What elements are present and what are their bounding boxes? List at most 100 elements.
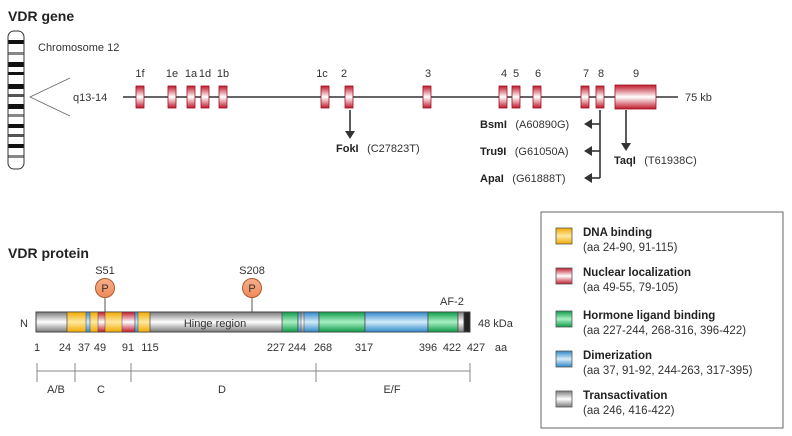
- aa-position: 317: [355, 342, 373, 354]
- aa-unit-label: aa: [495, 342, 508, 354]
- legend-swatch: [555, 227, 573, 245]
- exon-4: 4: [498, 68, 508, 109]
- site-label: S208: [239, 265, 265, 277]
- legend-range: (aa 37, 91-92, 244-263, 317-395): [583, 365, 753, 377]
- phospho-circle: [242, 278, 262, 298]
- legend-item-hormone-ligand-binding: Hormone ligand binding (aa 227-244, 268-…: [555, 310, 746, 337]
- transactivation-region-246: [300, 311, 305, 333]
- legend-title: Hormone ligand binding: [583, 310, 715, 322]
- exon-label: 7: [583, 68, 589, 80]
- snp-code: (G61050A): [515, 146, 569, 158]
- snp-code: (T61938C): [644, 155, 697, 167]
- exon-7: 7: [580, 68, 590, 109]
- exon-6: 6: [532, 68, 542, 109]
- hinge-region-label: Hinge region: [184, 318, 246, 330]
- snp-arrows: [345, 110, 631, 183]
- aa-positions: 1 24 37 49 91 115 227 244 268 317 396 42…: [34, 342, 508, 354]
- exon-1c: 1c: [316, 68, 330, 109]
- exon-1e: 1e: [166, 68, 178, 109]
- snp-taqi: TaqI (T61938C): [614, 151, 697, 168]
- snp-tru9i: Tru9I (G61050A): [480, 142, 569, 159]
- aa-position: 427: [467, 342, 485, 354]
- locus-zoom-lines: [29, 77, 71, 117]
- legend-range: (aa 24-90, 91-115): [583, 242, 678, 254]
- phospho-symbol: P: [248, 283, 255, 295]
- legend-range: (aa 227-244, 268-316, 396-422): [583, 325, 746, 337]
- gene-length-label: 75 kb: [685, 92, 712, 104]
- legend-swatch: [555, 390, 573, 408]
- snp-code: (A60890G): [515, 119, 569, 131]
- nuclear-localization-region-2: [121, 311, 136, 333]
- phospho-site-s208: S208 P: [239, 265, 265, 312]
- snp-name: Tru9I: [480, 146, 506, 158]
- aa-position: 49: [94, 342, 106, 354]
- aa-position: 396: [419, 342, 437, 354]
- legend-swatch: [555, 310, 573, 328]
- exon-label: 1e: [166, 68, 178, 80]
- exon-label: 2: [341, 68, 347, 80]
- legend-item-nuclear-localization: Nuclear localization (aa 49-55, 79-105): [555, 267, 691, 294]
- ligand-binding-region-2: [318, 311, 366, 333]
- aa-position: 227: [267, 342, 285, 354]
- gene-title: VDR gene: [8, 8, 74, 24]
- snp-name: ApaI: [480, 173, 504, 185]
- exon-label: 5: [513, 68, 519, 80]
- ligand-binding-region-3: [427, 311, 459, 333]
- dimerization-region-317: [364, 311, 429, 333]
- legend-swatch: [555, 267, 573, 285]
- legend-item-dna-binding: DNA binding (aa 24-90, 91-115): [555, 227, 678, 254]
- exon-label: 1c: [316, 68, 328, 80]
- aa-position: 268: [314, 342, 332, 354]
- af2-label: AF-2: [440, 296, 464, 308]
- nuclear-localization-region-1: [97, 311, 106, 333]
- exon-1f: 1f: [135, 68, 146, 109]
- domain-ab: A/B: [47, 384, 65, 396]
- exon-label: 9: [633, 68, 639, 80]
- exon-label: 4: [501, 68, 507, 80]
- domain-brackets: [36, 363, 471, 382]
- locus-label: q13-14: [73, 92, 107, 104]
- dimerization-region-37: [85, 311, 91, 333]
- exon-1a: 1a: [185, 68, 198, 109]
- legend-title: Dimerization: [583, 350, 652, 362]
- chromosome-ideogram: [7, 30, 25, 170]
- legend-item-dimerization: Dimerization (aa 37, 91-92, 244-263, 317…: [555, 350, 753, 377]
- exon-9: 9: [614, 68, 657, 110]
- exon-1d: 1d: [199, 68, 211, 109]
- exon-label: 1d: [199, 68, 211, 80]
- chromosome-label: Chromosome 12: [38, 42, 119, 54]
- snp-foki: FokI (C27823T): [336, 139, 420, 156]
- domain-c: C: [97, 384, 105, 396]
- snp-name: FokI: [336, 143, 359, 155]
- aa-position: 244: [288, 342, 306, 354]
- site-label: S51: [95, 265, 115, 277]
- exon-label: 8: [598, 68, 604, 80]
- ligand-binding-region-1: [281, 311, 299, 333]
- exon-label: 3: [425, 68, 431, 80]
- legend-range: (aa 49-55, 79-105): [583, 282, 678, 294]
- domain-ef: E/F: [383, 384, 400, 396]
- aa-position: 115: [141, 342, 159, 354]
- snp-apai: ApaI (G61888T): [480, 169, 566, 186]
- aa-position: 91: [122, 342, 134, 354]
- legend: DNA binding (aa 24-90, 91-115) Nuclear l…: [540, 211, 784, 429]
- exon-label: 1a: [185, 68, 198, 80]
- legend-title: Transactivation: [583, 390, 667, 402]
- legend-item-transactivation: Transactivation (aa 246, 416-422): [555, 390, 675, 417]
- phospho-symbol: P: [101, 283, 108, 295]
- aa-position: 37: [78, 342, 90, 354]
- snp-code: (G61888T): [512, 173, 565, 185]
- protein-title: VDR protein: [8, 245, 89, 261]
- snp-code: (C27823T): [367, 143, 420, 155]
- dimerization-region-91: [134, 311, 139, 333]
- aa-position: 1: [34, 342, 40, 354]
- exon-8: 8: [595, 68, 605, 109]
- legend-title: Nuclear localization: [583, 267, 691, 279]
- phospho-circle: [95, 278, 115, 298]
- snp-name: BsmI: [480, 119, 507, 131]
- exon-3: 3: [422, 68, 432, 109]
- protein-size-label: 48 kDa: [478, 318, 514, 330]
- aa-position: 422: [443, 342, 461, 354]
- n-terminus-label: N: [20, 318, 28, 330]
